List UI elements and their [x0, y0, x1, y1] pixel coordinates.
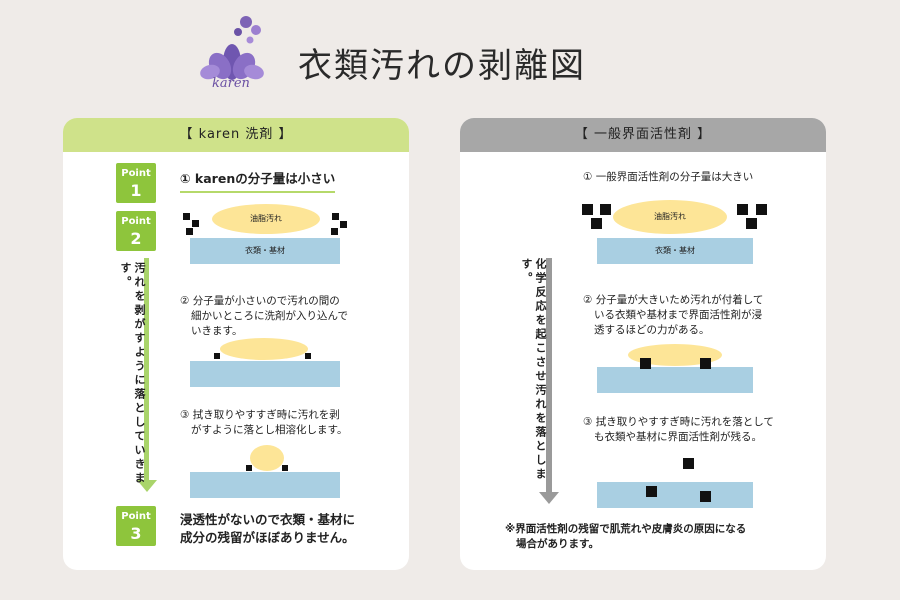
fabric-base: 衣類・基材: [190, 238, 340, 264]
molecule: [246, 465, 252, 471]
oil-stain: [628, 344, 722, 366]
surfactant-step-3-text: ③ 拭き取りやすすぎ時に汚れを落として も衣類や基材に界面活性剤が残る。: [583, 416, 774, 443]
surfactant-panel-heading: 【 一般界面活性剤 】: [460, 118, 826, 152]
molecule: [332, 213, 339, 220]
process-arrow-head: [539, 492, 559, 504]
molecule: [683, 458, 694, 469]
molecule: [746, 218, 757, 229]
molecule: [186, 228, 193, 235]
molecule: [640, 358, 651, 369]
molecule: [282, 465, 288, 471]
karen-panel-heading: 【 karen 洗剤 】: [63, 118, 409, 152]
step-2-text: ② 分子量が小さいので汚れの間の 細かいところに洗剤が入り込んで いきます。: [180, 295, 348, 337]
molecule: [591, 218, 602, 229]
molecule: [340, 221, 347, 228]
fabric-base: [597, 367, 753, 393]
oil-stain: [220, 338, 308, 360]
fabric-base: 衣類・基材: [597, 238, 753, 264]
molecule: [183, 213, 190, 220]
molecule: [756, 204, 767, 215]
molecule: [331, 228, 338, 235]
surfactant-step-2-text: ② 分子量が大きいため汚れが付着して いる衣類や基材まで界面活性剤が浸 透するほ…: [583, 294, 764, 336]
karen-process-caption: 汚れを剥がすように落としていきます。: [119, 262, 146, 486]
process-arrow-shaft: [546, 258, 552, 494]
molecule: [600, 204, 611, 215]
logo-text: karen: [212, 76, 250, 91]
molecule: [582, 204, 593, 215]
molecule: [646, 486, 657, 497]
karen-logo-icon: [200, 16, 264, 80]
molecule: [737, 204, 748, 215]
fabric-base: [597, 482, 753, 508]
fabric-base: [190, 472, 340, 498]
oil-stain: 油脂汚れ: [212, 204, 320, 234]
molecule: [700, 358, 711, 369]
point-3-text: 浸透性がないので衣類・基材に 成分の残留がほぼありません。: [180, 512, 356, 545]
oil-stain: [250, 445, 284, 471]
fabric-base: [190, 361, 340, 387]
molecule: [305, 353, 311, 359]
page-title: 衣類汚れの剥離図: [298, 46, 586, 86]
molecule: [700, 491, 711, 502]
surfactant-process-caption: 化学反応を起こさせ汚れを落とします。: [520, 258, 547, 482]
molecule: [192, 220, 199, 227]
point-1-text: ① karenの分子量は小さい: [180, 170, 336, 193]
oil-stain: 油脂汚れ: [613, 200, 727, 234]
process-arrow-head: [137, 480, 157, 492]
molecule: [214, 353, 220, 359]
warning-note: ※界面活性剤の残留で肌荒れや皮膚炎の原因になる 場合があります。: [505, 523, 747, 550]
process-arrow-shaft: [144, 258, 149, 482]
surfactant-step-1-text: ① 一般界面活性剤の分子量は大きい: [583, 171, 754, 183]
step-3-text: ③ 拭き取りやすすぎ時に汚れを剥 がすように落とし相溶化します。: [180, 409, 348, 436]
